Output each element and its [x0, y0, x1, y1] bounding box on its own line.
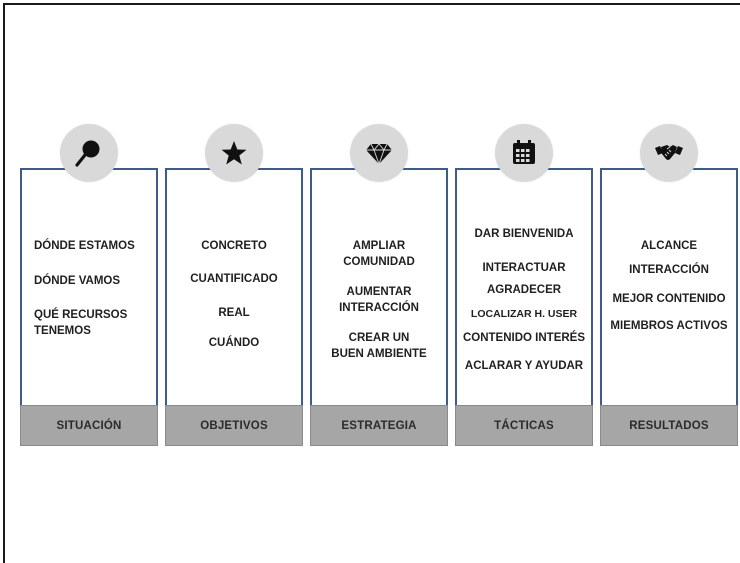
calendar-icon-circle — [495, 124, 553, 182]
diagram-frame — [3, 3, 740, 563]
calendar-icon — [513, 140, 535, 164]
column-footer: TÁCTICAS — [455, 405, 593, 446]
column-item: AUMENTAR — [346, 286, 412, 298]
column-item: AMPLIAR — [352, 240, 406, 252]
column-item: BUEN AMBIENTE — [331, 348, 427, 360]
column-objetivos: CONCRETO CUANTIFICADO REAL CUÁNDO OBJETI… — [165, 124, 303, 446]
column-item: ALCANCE — [640, 240, 698, 252]
star-icon-circle — [205, 124, 263, 182]
column-item: TENEMOS — [34, 325, 91, 337]
star-icon — [221, 141, 247, 165]
handshake-icon — [655, 145, 683, 160]
handshake-icon-circle — [640, 124, 698, 182]
column-panel: CONCRETO CUANTIFICADO REAL CUÁNDO — [165, 168, 303, 405]
column-item: CREAR UN — [348, 332, 410, 344]
search-icon-circle — [60, 124, 118, 182]
column-footer: OBJETIVOS — [165, 405, 303, 446]
column-item: DÓNDE VAMOS — [34, 275, 121, 287]
column-item: CUÁNDO — [208, 337, 260, 349]
column-item: CONTENIDO INTERÉS — [462, 332, 586, 344]
column-item: INTERACTUAR — [482, 262, 566, 274]
column-item: QUÉ RECURSOS — [34, 309, 128, 321]
column-panel: DÓNDE ESTAMOS DÓNDE VAMOS QUÉ RECURSOS T… — [20, 168, 158, 405]
column-item: DAR BIENVENIDA — [474, 228, 574, 240]
column-item: INTERACCIÓN — [629, 264, 709, 276]
column-panel: DAR BIENVENIDA INTERACTUAR AGRADECER LOC… — [455, 168, 593, 405]
column-situacion: DÓNDE ESTAMOS DÓNDE VAMOS QUÉ RECURSOS T… — [20, 124, 158, 446]
column-item: MEJOR CONTENIDO — [612, 293, 726, 305]
diamond-icon — [366, 143, 392, 166]
column-footer: RESULTADOS — [600, 405, 738, 446]
column-footer: ESTRATEGIA — [310, 405, 448, 446]
column-item: INTERACCIÓN — [339, 302, 419, 314]
column-item: ACLARAR Y AYUDAR — [464, 360, 584, 372]
column-item: AGRADECER — [486, 284, 562, 296]
column-item: REAL — [218, 307, 250, 319]
column-item: COMUNIDAD — [343, 256, 415, 268]
column-estrategia: AMPLIAR COMUNIDAD AUMENTAR INTERACCIÓN C… — [310, 124, 448, 446]
column-item: LOCALIZAR H. USER — [470, 308, 578, 320]
search-icon — [75, 140, 100, 167]
diamond-icon-circle — [350, 124, 408, 182]
column-item: CUANTIFICADO — [190, 273, 278, 285]
column-resultados: ALCANCE INTERACCIÓN MEJOR CONTENIDO MIEM… — [600, 124, 738, 446]
column-item: MIEMBROS ACTIVOS — [610, 320, 728, 332]
column-footer: SITUACIÓN — [20, 405, 158, 446]
column-item: CONCRETO — [201, 240, 267, 252]
column-item: DÓNDE ESTAMOS — [34, 240, 135, 252]
column-panel: ALCANCE INTERACCIÓN MEJOR CONTENIDO MIEM… — [600, 168, 738, 405]
column-tacticas: DAR BIENVENIDA INTERACTUAR AGRADECER LOC… — [455, 124, 593, 446]
column-panel: AMPLIAR COMUNIDAD AUMENTAR INTERACCIÓN C… — [310, 168, 448, 405]
